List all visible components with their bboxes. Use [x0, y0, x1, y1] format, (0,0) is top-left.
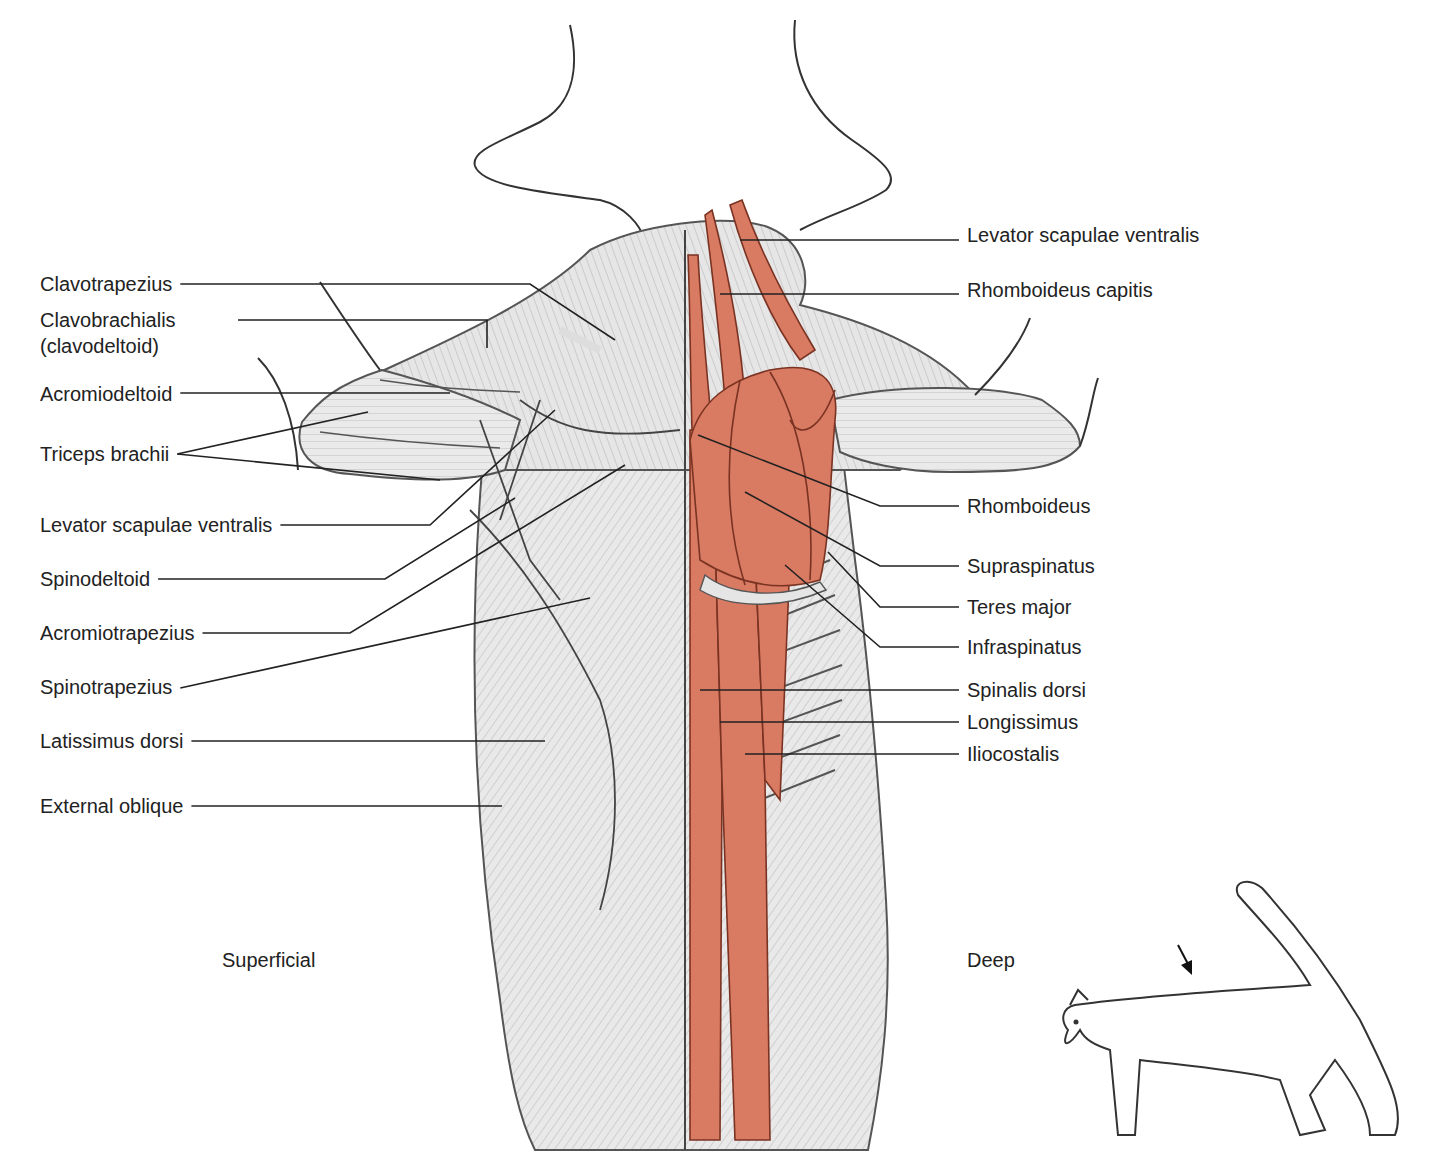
leader-line: [720, 721, 959, 723]
leader-line: [745, 492, 959, 566]
muscle-label: Clavotrapezius: [40, 271, 172, 297]
muscle-label: External oblique: [40, 793, 183, 819]
leader-line: [785, 565, 959, 647]
muscle-label: Longissimus: [967, 709, 1078, 735]
leader-line: [180, 392, 450, 394]
muscle-label: Levator scapulae ventralis: [967, 222, 1199, 248]
view-caption: Deep: [967, 947, 1015, 973]
muscle-label: Acromiotrapezius: [40, 620, 195, 646]
leader-line: [180, 598, 590, 688]
muscle-label: Teres major: [967, 594, 1071, 620]
muscle-label: Infraspinatus: [967, 634, 1082, 660]
muscle-label: Rhomboideus capitis: [967, 277, 1153, 303]
leader-line: [745, 753, 959, 755]
view-caption: Superficial: [222, 947, 315, 973]
leader-line: [698, 435, 959, 506]
leader-line: [191, 740, 545, 742]
leader-line: [828, 552, 959, 607]
muscle-label: Levator scapulae ventralis: [40, 512, 272, 538]
muscle-label: Clavobrachialis (clavodeltoid): [40, 307, 230, 359]
leader-line: [158, 498, 515, 579]
leader-line: [720, 293, 959, 295]
leader-line: [180, 284, 615, 340]
muscle-label: Spinalis dorsi: [967, 677, 1086, 703]
leader-line: [280, 410, 555, 525]
leader-line: [177, 412, 368, 454]
leader-line: [700, 689, 959, 691]
muscle-label: Triceps brachii: [40, 441, 169, 467]
leader-line: [203, 465, 626, 633]
muscle-label: Spinodeltoid: [40, 566, 150, 592]
muscle-label: Acromiodeltoid: [40, 381, 172, 407]
leader-line: [177, 454, 440, 480]
muscle-label: Spinotrapezius: [40, 674, 172, 700]
muscle-label: Supraspinatus: [967, 553, 1095, 579]
leader-line: [740, 239, 959, 241]
leader-line: [238, 320, 487, 348]
muscle-label: Iliocostalis: [967, 741, 1059, 767]
muscle-label: Latissimus dorsi: [40, 728, 183, 754]
leader-line: [191, 805, 502, 807]
muscle-label: Rhomboideus: [967, 493, 1090, 519]
